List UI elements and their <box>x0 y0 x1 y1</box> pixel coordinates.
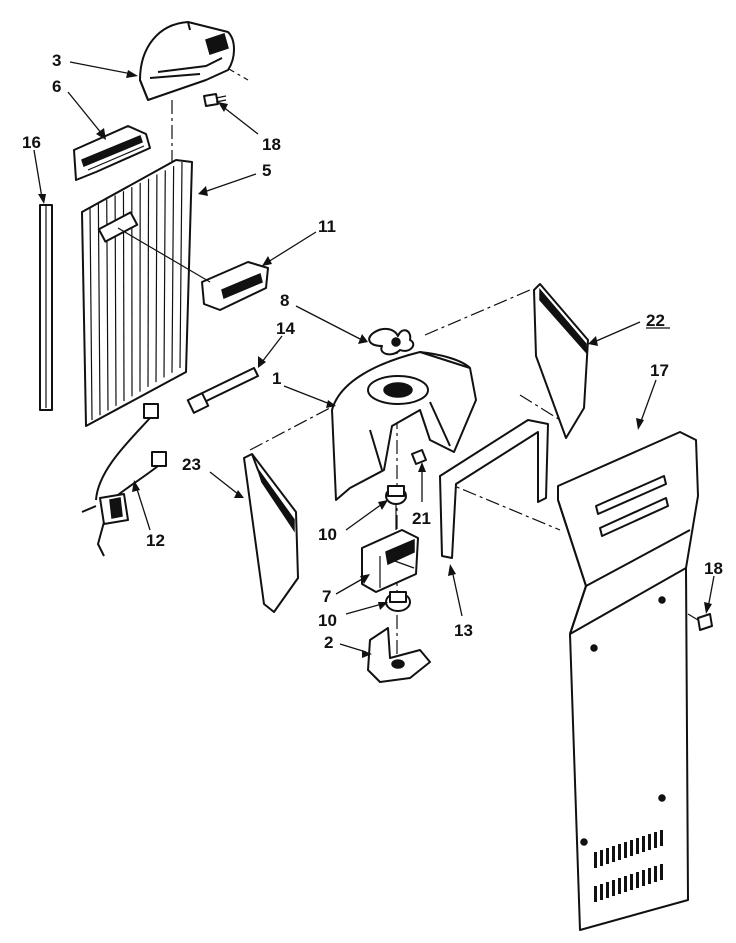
vent-slot <box>618 844 621 860</box>
vent-slot <box>612 880 615 896</box>
callout-18: 18 <box>704 559 723 578</box>
part-23-side-panel <box>243 453 299 613</box>
vent-slot <box>648 834 651 850</box>
vent-slot <box>606 882 609 898</box>
callout-14: 14 <box>276 319 295 338</box>
callout-6: 6 <box>52 77 61 96</box>
callout-1: 1 <box>272 369 281 388</box>
vent-slot <box>612 846 615 862</box>
part-14-heater <box>186 367 259 414</box>
callout-2: 2 <box>324 633 333 652</box>
part-17-rear-cover <box>557 431 699 931</box>
callout-13: 13 <box>454 621 473 640</box>
vent-slot <box>660 830 663 846</box>
vent-slot <box>624 842 627 858</box>
callout-23: 23 <box>182 455 201 474</box>
part-12-wire-harness <box>81 403 167 557</box>
vent-slot <box>600 884 603 900</box>
callout-16: 16 <box>22 133 41 152</box>
part-7-fan-motor <box>361 529 419 593</box>
part-2-motor-bracket <box>367 627 431 683</box>
part-10-grommet-upper <box>385 485 407 530</box>
vent-slot <box>648 868 651 884</box>
vent-slot <box>630 840 633 856</box>
callout-10: 10 <box>318 525 337 544</box>
callout-18: 18 <box>262 135 281 154</box>
evaporator-fin <box>147 178 150 387</box>
callout-8: 8 <box>280 291 289 310</box>
vent-slot <box>600 850 603 866</box>
part-5-evaporator-panel <box>81 159 193 427</box>
part-11-bracket <box>117 227 269 311</box>
vent-slot <box>594 852 597 868</box>
callout-7: 7 <box>322 587 331 606</box>
evaporator-fin <box>97 203 101 416</box>
callout-10: 10 <box>318 611 337 630</box>
vent-slot <box>636 872 639 888</box>
callout-11: 11 <box>318 217 336 236</box>
callout-17: 17 <box>650 361 669 380</box>
callout-3: 3 <box>52 51 61 70</box>
part-16-strip <box>39 204 53 411</box>
part-22-side-panel <box>533 283 589 439</box>
part-10-grommet-lower <box>385 591 411 612</box>
evaporator-fin <box>89 207 93 421</box>
part-1-fan-shroud <box>331 351 477 501</box>
part-6-grille <box>73 125 151 181</box>
vent-slot <box>618 878 621 894</box>
vent-slot <box>654 866 657 882</box>
part-8-fan-blade <box>368 328 415 356</box>
vent-slot <box>636 838 639 854</box>
vent-slot <box>630 874 633 890</box>
part-13-gasket <box>439 419 549 559</box>
leader-lines <box>33 61 715 658</box>
vent-slot <box>660 864 663 880</box>
vent-slot <box>624 876 627 892</box>
vent-slot <box>606 848 609 864</box>
evaporator-fin <box>163 170 166 378</box>
part-18-screw-right <box>687 613 713 631</box>
vent-slot <box>654 832 657 848</box>
callout-21: 21 <box>412 509 431 528</box>
part-21-screw <box>411 449 427 465</box>
vent-slot <box>642 870 645 886</box>
callout-labels: 3 6 16 18 5 11 8 14 22 1 17 23 12 10 21 … <box>22 51 723 652</box>
evaporator-fin <box>171 166 175 373</box>
evaporator-fin <box>155 174 158 383</box>
part-3-housing-cap <box>139 21 235 101</box>
callout-22: 22 <box>646 311 665 330</box>
vent-slot <box>642 836 645 852</box>
part-18-screw-top <box>203 93 227 107</box>
callout-12: 12 <box>146 531 165 550</box>
callout-5: 5 <box>262 161 271 180</box>
vent-slot <box>594 886 597 902</box>
